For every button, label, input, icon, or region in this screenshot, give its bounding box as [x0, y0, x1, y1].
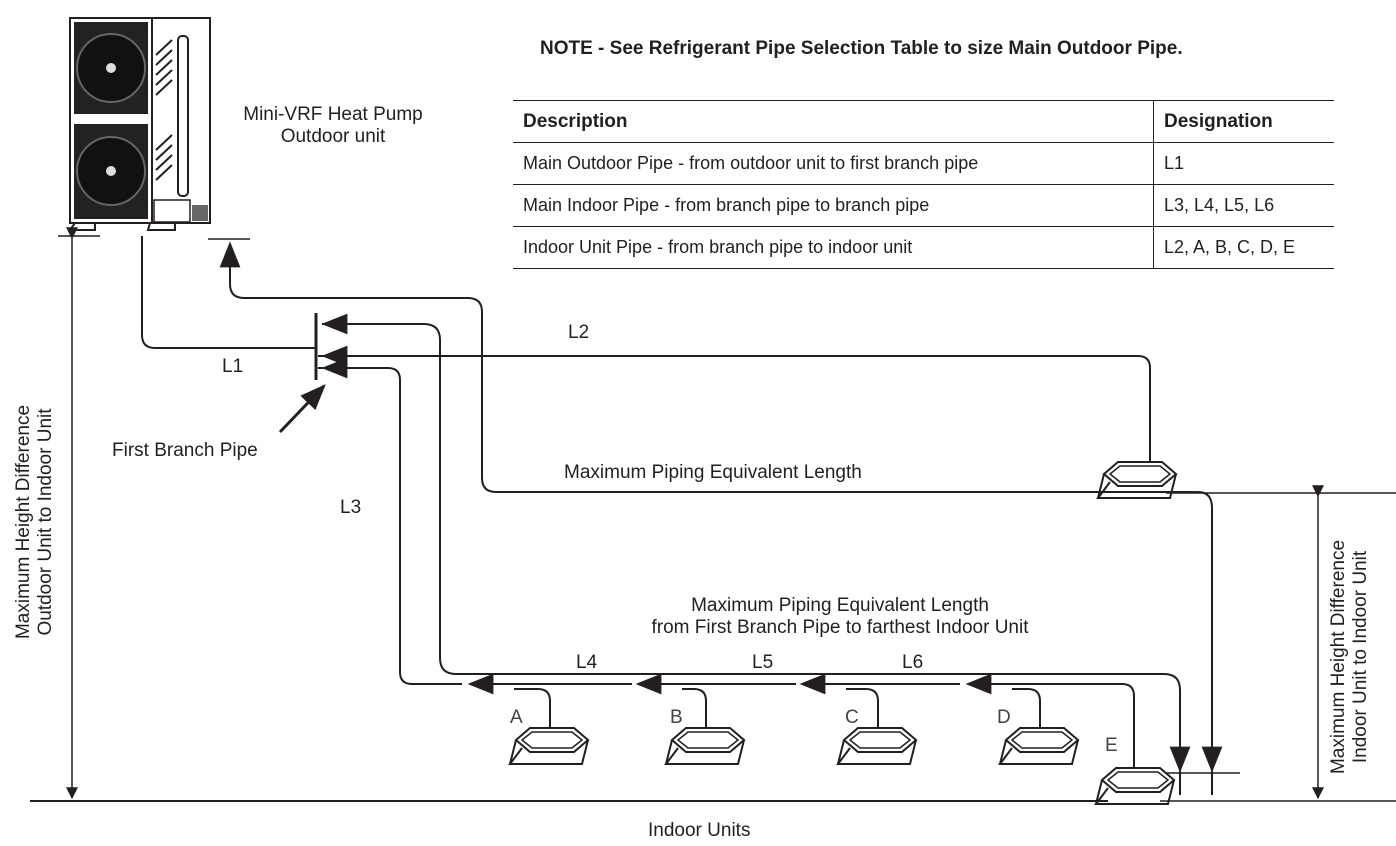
pipe-label-l5: L5: [752, 652, 774, 673]
indoor-unit-d-icon: [999, 727, 1079, 765]
note-text: NOTE - See Refrigerant Pipe Selection Ta…: [540, 38, 1183, 59]
pipe-label-l4: L4: [576, 652, 598, 673]
table-cell-description: Main Indoor Pipe - from branch pipe to b…: [513, 184, 1154, 227]
indoor-unit-a-icon: [509, 727, 589, 765]
outdoor-unit-label: Mini-VRF Heat Pump Outdoor unit: [243, 104, 423, 147]
table-cell-designation: L2, A, B, C, D, E: [1153, 226, 1334, 269]
pipe-label-l6: L6: [902, 652, 924, 673]
table-cell-description: Main Outdoor Pipe - from outdoor unit to…: [513, 142, 1154, 185]
table-row: Main Outdoor Pipe - from outdoor unit to…: [513, 142, 1334, 185]
table-row: Main Indoor Pipe - from branch pipe to b…: [513, 184, 1334, 227]
first-branch-pipe-label: First Branch Pipe: [112, 440, 258, 461]
table-cell-description: Indoor Unit Pipe - from branch pipe to i…: [513, 226, 1154, 269]
table-header-row: Description Designation: [513, 100, 1334, 143]
table-header-designation: Designation: [1153, 100, 1334, 143]
indoor-unit-b-icon: [665, 727, 745, 765]
indoor-unit-e-icon: [1095, 767, 1175, 805]
pipe-label-l2: L2: [568, 322, 590, 343]
pipe-label-l1: L1: [222, 356, 244, 377]
indoor-unit-c-icon: [837, 727, 917, 765]
table-header-description: Description: [513, 100, 1154, 143]
max-piping-from-branch-label: Maximum Piping Equivalent Length from Fi…: [651, 595, 1029, 638]
outdoor-unit-icon: [68, 17, 211, 231]
indoor-units-label: Indoor Units: [648, 820, 751, 841]
left-height-difference-label: Maximum Height Difference Outdoor Unit t…: [13, 404, 56, 640]
unit-label-e: E: [1105, 735, 1118, 756]
unit-label-c: C: [845, 707, 859, 728]
pipe-designation-table: Description Designation Main Outdoor Pip…: [513, 100, 1334, 269]
table-cell-designation: L3, L4, L5, L6: [1153, 184, 1334, 227]
max-piping-length-label: Maximum Piping Equivalent Length: [564, 462, 862, 483]
unit-label-d: D: [997, 707, 1011, 728]
right-height-difference-label: Maximum Height Difference Indoor Unit to…: [1328, 539, 1371, 775]
unit-label-b: B: [670, 707, 683, 728]
table-row: Indoor Unit Pipe - from branch pipe to i…: [513, 226, 1334, 269]
pipe-label-l3: L3: [340, 497, 362, 518]
table-cell-designation: L1: [1153, 142, 1334, 185]
unit-label-a: A: [510, 707, 523, 728]
